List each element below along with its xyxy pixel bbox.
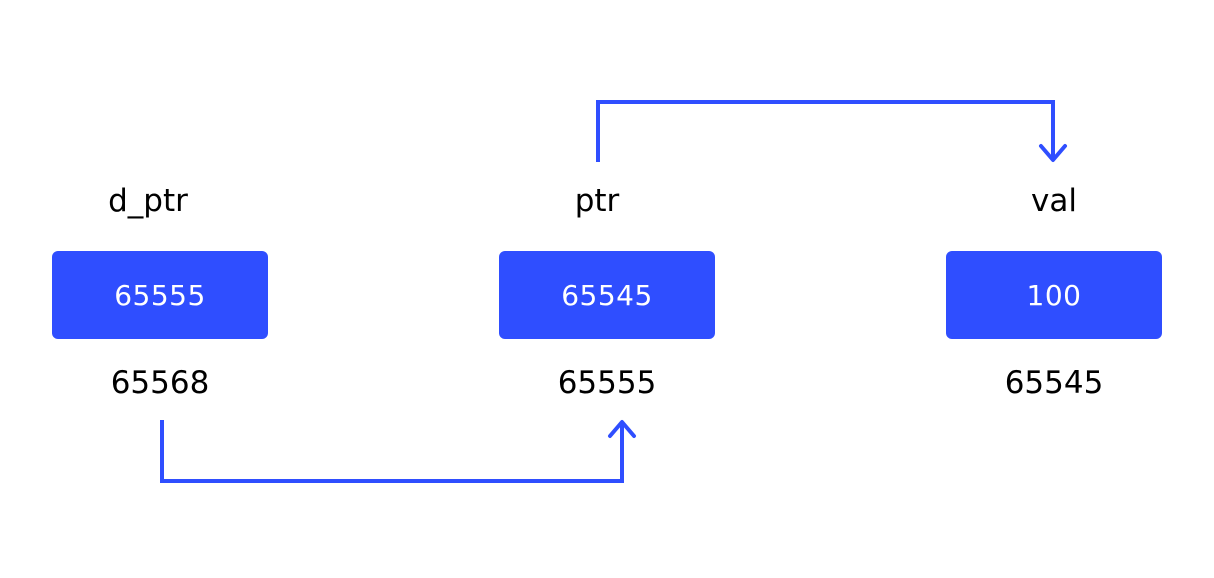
memory-address-d-ptr: 65568 bbox=[110, 365, 210, 401]
memory-value-d-ptr: 65555 bbox=[114, 278, 206, 312]
variable-name-val: val bbox=[1031, 183, 1077, 219]
arrowhead-val bbox=[1039, 144, 1067, 162]
variable-name-d-ptr: d_ptr bbox=[108, 183, 188, 219]
arrow-dptr-to-ptr bbox=[160, 420, 624, 483]
memory-box-d-ptr: 65555 bbox=[52, 251, 268, 339]
memory-address-ptr: 65555 bbox=[557, 365, 657, 401]
arrow-ptr-to-val bbox=[596, 100, 1055, 162]
memory-box-val: 100 bbox=[946, 251, 1162, 339]
memory-address-val: 65545 bbox=[1004, 365, 1104, 401]
arrowhead-ptr bbox=[608, 420, 636, 438]
memory-box-ptr: 65545 bbox=[499, 251, 715, 339]
memory-value-val: 100 bbox=[1026, 278, 1082, 312]
memory-value-ptr: 65545 bbox=[561, 278, 653, 312]
variable-name-ptr: ptr bbox=[574, 183, 620, 219]
